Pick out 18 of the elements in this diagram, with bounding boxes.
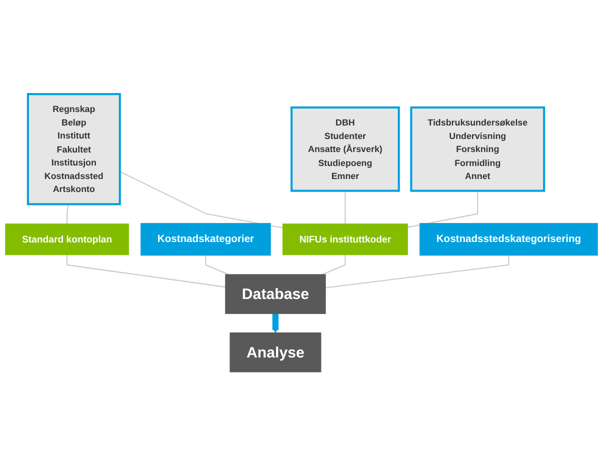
node-box: Standard kontoplan: [5, 224, 129, 256]
connector: [322, 254, 346, 275]
connector: [344, 190, 346, 224]
connector: [120, 171, 283, 228]
arrow: [272, 314, 279, 334]
connector: [66, 254, 226, 288]
node-box: Regnskap Beløp Institutt Fakultet Institusjon Kostnadssted Artskonto: [26, 93, 121, 206]
node-box: Kostnadsstedskategorisering: [420, 223, 598, 256]
connector: [205, 255, 229, 275]
node-box: Kostnadskategorier: [140, 223, 271, 256]
node-box: Database: [225, 274, 326, 314]
connector: [66, 204, 69, 224]
node-box: Analyse: [230, 332, 322, 372]
node-box: DBH Studenter Ansatte (Årsverk) Studiepoeng Emner: [290, 106, 400, 192]
node-box: NIFUs instituttkoder: [282, 224, 408, 256]
connector: [325, 255, 510, 288]
node-box: Tidsbruksundersøkelse Undervisning Forskning Formidling Annet: [410, 106, 546, 192]
connector: [407, 190, 478, 228]
